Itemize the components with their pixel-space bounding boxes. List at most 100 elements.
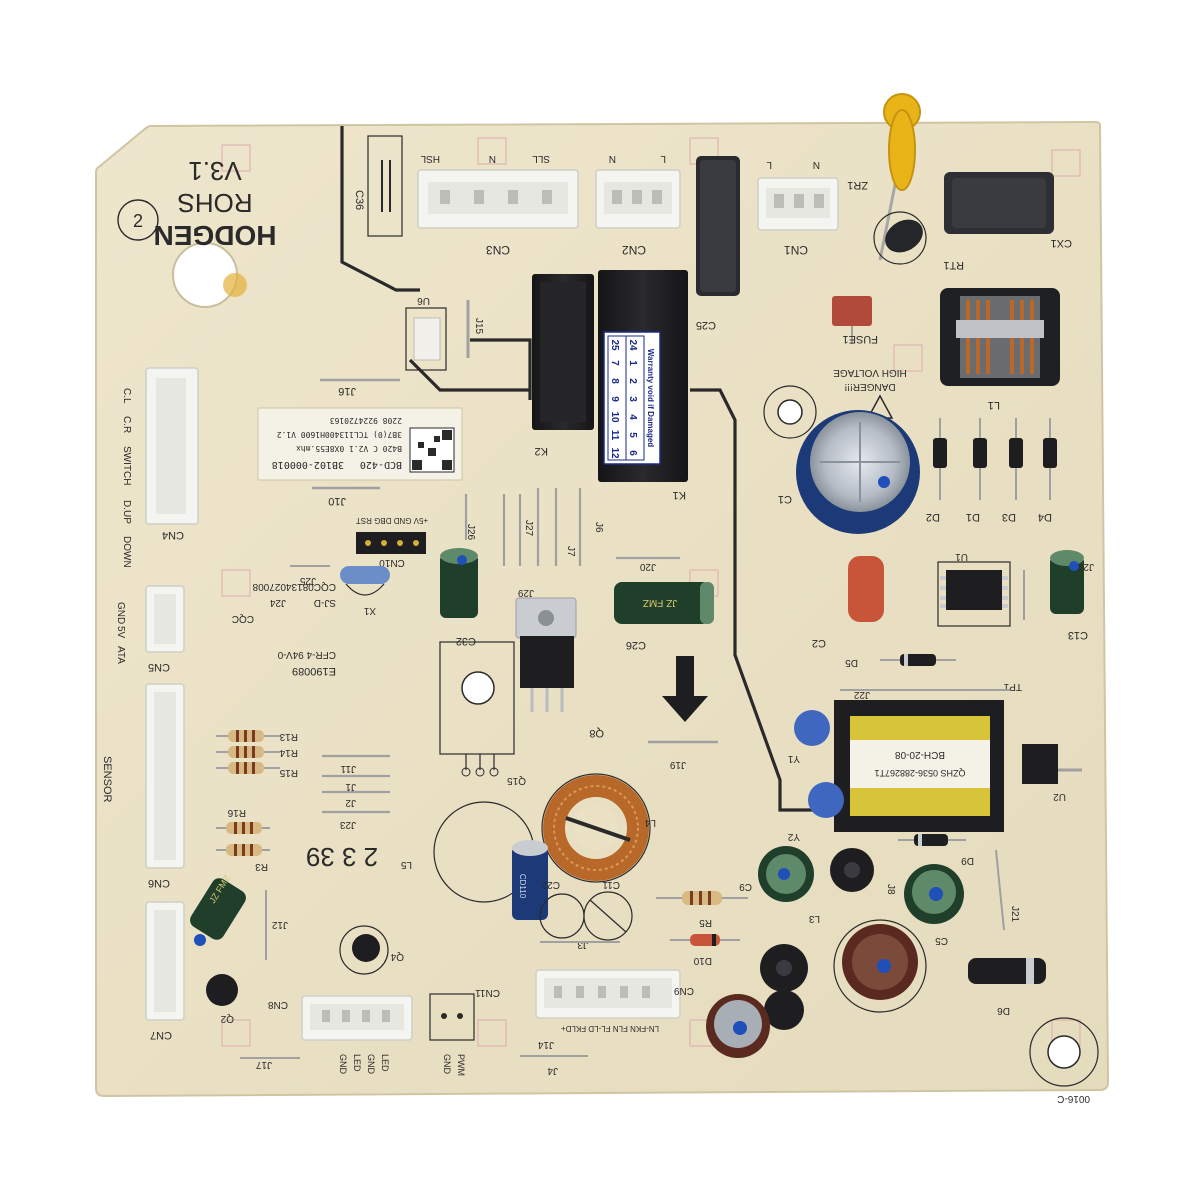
svg-text:1: 1 bbox=[627, 360, 638, 366]
transformer-label: BCH-20-08 bbox=[895, 749, 945, 760]
cn5-pin-gnd: GND bbox=[115, 602, 126, 624]
j4-label: J4 bbox=[547, 1065, 558, 1076]
cn4-pin-switch: SWITCH bbox=[121, 446, 132, 485]
cn11-pin-gnd: GND bbox=[442, 1054, 452, 1075]
d1-label: D1 bbox=[966, 511, 980, 523]
label-line-1: BCD-420 bbox=[360, 459, 402, 470]
q8-label: Q8 bbox=[589, 727, 604, 739]
r3-label: R3 bbox=[255, 861, 268, 872]
transformer-code: QZHS 0536-288267T1 bbox=[874, 768, 965, 778]
connector-cn5: CN5 GND 5V ATA bbox=[115, 585, 185, 673]
brand-block: HODGEN ROHS V3.1 bbox=[154, 156, 277, 251]
cn3-label: CN3 bbox=[486, 243, 510, 257]
j16-label: J16 bbox=[338, 385, 356, 397]
crystal-x1: X1 bbox=[340, 566, 390, 616]
capacitor-c13: C13 bbox=[1050, 550, 1088, 641]
d4-label: D4 bbox=[1038, 511, 1052, 523]
jumper-group bbox=[464, 488, 680, 566]
connector-cn6: CN6 SENSOR bbox=[101, 683, 185, 889]
inductor-small bbox=[760, 944, 808, 1030]
resistor-array: R13 R14 R15 R16 R3 bbox=[216, 730, 298, 872]
j20-label: J20 bbox=[639, 561, 656, 572]
cn11-label: CN11 bbox=[475, 987, 500, 998]
inductor-l3: L3 J8 bbox=[808, 848, 896, 924]
cn7-label: CN7 bbox=[150, 1029, 172, 1041]
j6-label: J6 bbox=[593, 522, 604, 533]
cn6-pin-sensor: SENSOR bbox=[101, 756, 113, 803]
r13-label: R13 bbox=[279, 731, 298, 742]
rectifier-diodes: D2 D1 D3 D4 bbox=[926, 418, 1057, 523]
warranty-sticker: Warranty void if Damaged 24 1 2 3 4 5 6 … bbox=[603, 331, 661, 465]
svg-text:24: 24 bbox=[627, 339, 638, 351]
cn8-pin-led-b: LED bbox=[380, 1054, 390, 1072]
d3-label: D3 bbox=[1002, 511, 1016, 523]
capacitor-c4 bbox=[833, 919, 927, 1013]
rt1-label: RT1 bbox=[943, 259, 964, 271]
cn3-pin-sll: SLL bbox=[532, 153, 550, 164]
j10-label: J10 bbox=[328, 495, 346, 507]
c1-label: C1 bbox=[778, 493, 792, 505]
svg-text:25: 25 bbox=[609, 339, 620, 351]
u1-label: U1 bbox=[955, 551, 968, 562]
capacitor-c2: C2 bbox=[812, 556, 884, 649]
capacitor-c36: C36 bbox=[353, 135, 403, 237]
c11-label: C11 bbox=[602, 879, 620, 890]
q4-label: Q4 bbox=[390, 951, 404, 962]
capacitor-c-bottom bbox=[706, 994, 770, 1058]
capacitor-c5: C5 bbox=[904, 864, 964, 946]
transistor-q4: Q4 bbox=[339, 925, 404, 975]
mount-marker: 2 bbox=[133, 211, 143, 231]
d10-label: D10 bbox=[693, 955, 712, 966]
connector-cn3: CN3 SLL N HSL bbox=[417, 153, 579, 257]
board-label: BCD-420 3B102-000018 B420 C V2.1 0X8E55.… bbox=[257, 407, 463, 481]
svg-text:4: 4 bbox=[627, 414, 638, 420]
optocoupler-u6: U6 J15 bbox=[405, 295, 484, 371]
svg-text:9: 9 bbox=[609, 396, 620, 402]
j29-label: J29 bbox=[517, 587, 534, 598]
diode-d9: D9 bbox=[898, 834, 974, 866]
thermistor-rt1: RT1 bbox=[873, 211, 964, 271]
c9-label: C9 bbox=[739, 881, 752, 892]
c32-label: C32 bbox=[456, 635, 476, 647]
u6-label: U6 bbox=[417, 295, 430, 306]
j27-label: J27 bbox=[523, 520, 534, 537]
j17-label: J17 bbox=[255, 1059, 272, 1070]
l5-label: L5 bbox=[400, 859, 412, 870]
cn2-pin-l: L bbox=[660, 153, 666, 164]
brand-text: HODGEN bbox=[154, 220, 277, 251]
d9-label: D9 bbox=[961, 855, 974, 866]
cn4-pin-cr: C.R bbox=[121, 416, 132, 433]
svg-text:6: 6 bbox=[627, 450, 638, 456]
heatsink-outline bbox=[439, 641, 515, 755]
cn4-label: CN4 bbox=[162, 529, 184, 541]
cn8-pin-led-a: LED bbox=[352, 1054, 362, 1072]
cert-cqc-no: CQC08134027008 bbox=[252, 581, 336, 592]
cert-cqc: CQC bbox=[232, 613, 254, 624]
j24-right-label: J24 bbox=[1077, 561, 1094, 572]
cn4-pin-down: DOWN bbox=[121, 536, 132, 568]
k1-label: K1 bbox=[673, 489, 686, 501]
j11-label: J11 bbox=[340, 763, 356, 774]
cn8-pin-gnd-a: GND bbox=[338, 1054, 348, 1075]
capacitor-c1: C1 bbox=[778, 410, 920, 534]
j1-label: J1 bbox=[345, 781, 356, 792]
sticker-row-1: 24 1 2 3 4 5 6 bbox=[625, 335, 645, 461]
capacitor-y1: Y1 bbox=[787, 710, 830, 764]
transformer: BCH-20-08 QZHS 0536-288267T1 TP1 bbox=[834, 681, 1022, 832]
board-code-bottom: 0016-C bbox=[1057, 1093, 1090, 1104]
j21-label: J21 bbox=[1009, 906, 1020, 923]
diode-d5: D5 bbox=[845, 654, 956, 668]
l4-label: L4 bbox=[644, 817, 656, 828]
c5-label: C5 bbox=[935, 935, 948, 946]
svg-text:8: 8 bbox=[609, 378, 620, 384]
svg-text:2: 2 bbox=[627, 378, 638, 384]
zr1-label: ZR1 bbox=[847, 179, 868, 191]
svg-text:12: 12 bbox=[609, 447, 620, 459]
j25-label: J25 bbox=[299, 575, 316, 586]
diode-d10: D10 bbox=[670, 934, 740, 966]
varistor-zr1: ZR1 bbox=[847, 93, 921, 261]
j23-label: J23 bbox=[339, 819, 356, 830]
high-voltage-text: HIGH VOLTAGE bbox=[833, 367, 907, 378]
cn10-pins: +5V GND DBG RST bbox=[356, 516, 428, 525]
danger-text: DANGER!!! bbox=[844, 381, 895, 392]
